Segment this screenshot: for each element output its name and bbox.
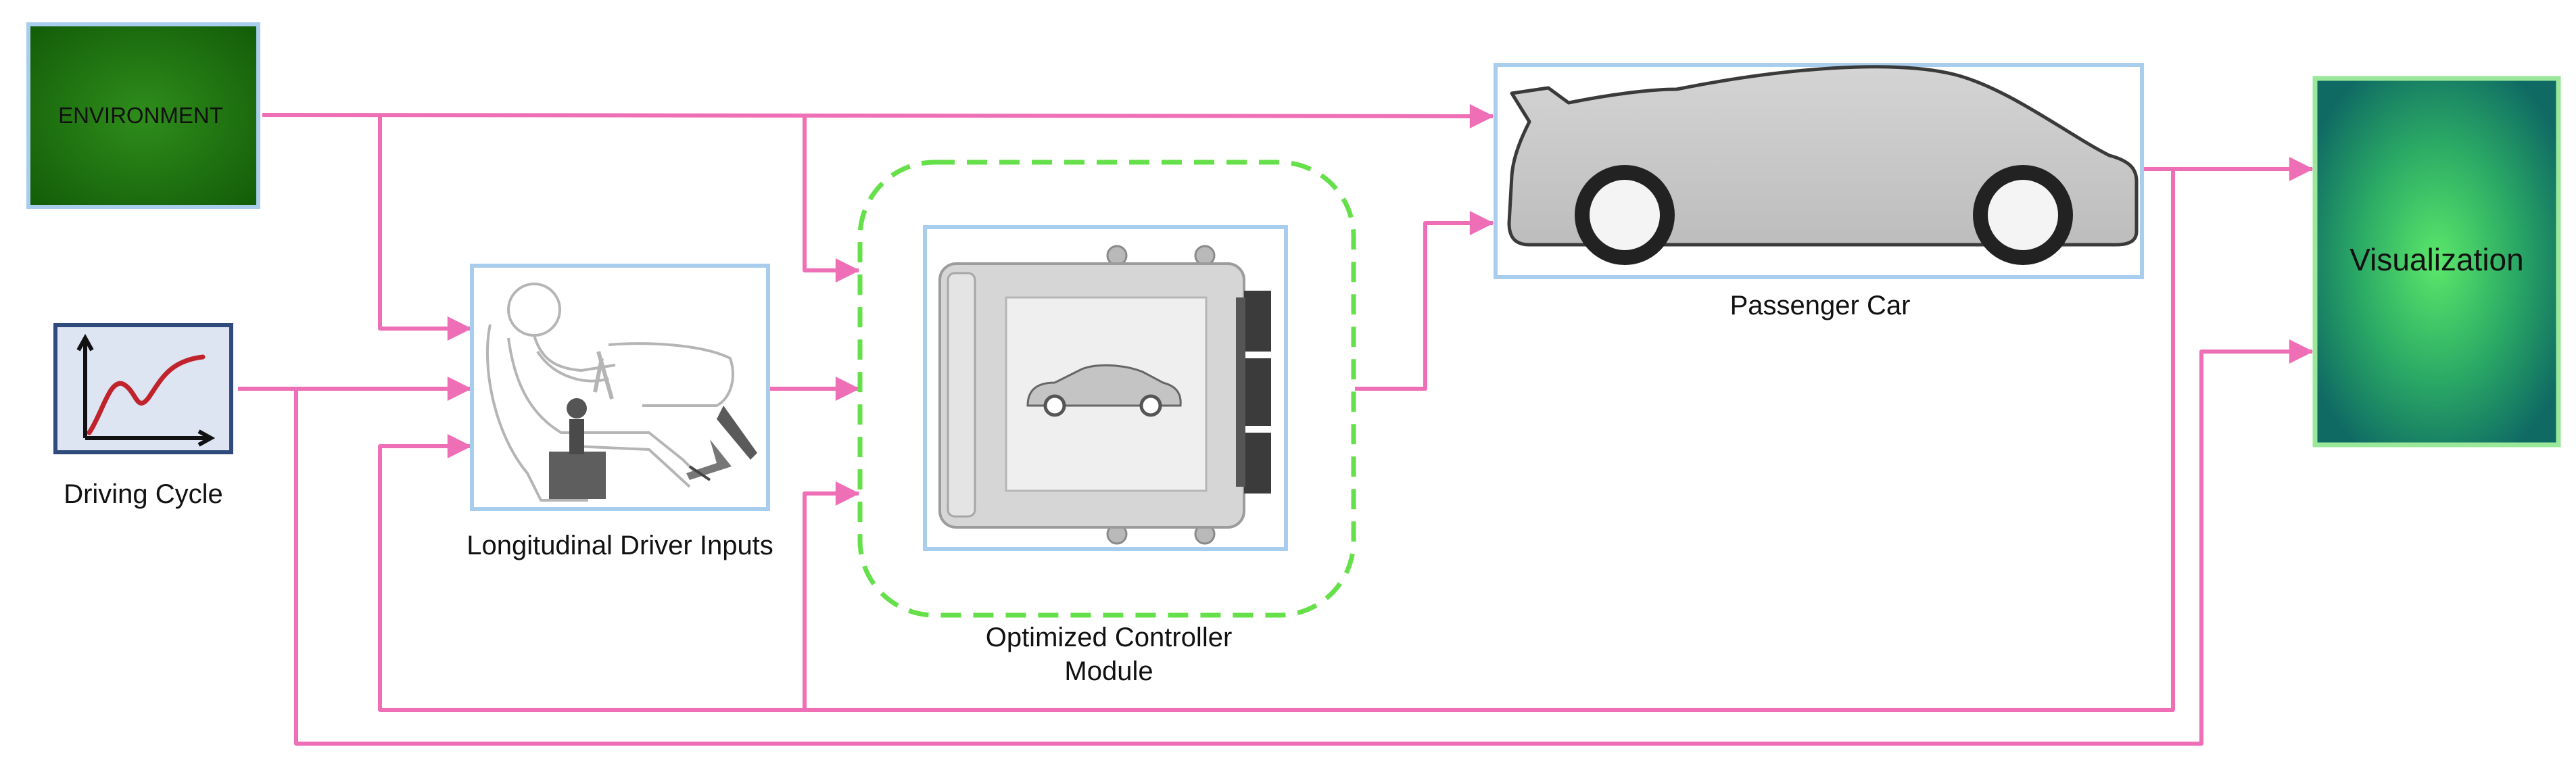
gear-shifter-icon (549, 398, 606, 499)
driver-pedals-icon (485, 283, 734, 502)
controller-group[interactable]: Optimized Controller Module (857, 160, 1356, 686)
connector-environment-to-car (262, 103, 1494, 128)
driving-cycle-label: Driving Cycle (64, 479, 223, 509)
connector-environment-to-driver (378, 115, 472, 341)
environment-block[interactable]: ENVIRONMENT (26, 22, 260, 209)
connector-cycle-to-visualization (294, 339, 2314, 746)
ecu-module-icon (938, 245, 1271, 545)
connector-controller-to-car (1355, 211, 1494, 391)
connector-environment-to-controller (803, 115, 860, 283)
controller-label-line1: Optimized Controller (986, 623, 1233, 652)
connector-feedback-to-controller (803, 481, 860, 710)
sports-car-icon (1507, 65, 2139, 265)
passenger-car-label: Passenger Car (1730, 291, 1911, 320)
driver-inputs-label: Longitudinal Driver Inputs (467, 531, 773, 560)
controller-dashed-boundary (857, 160, 1356, 618)
speed-curve-icon (76, 333, 216, 447)
pedal-icon (686, 406, 757, 481)
passenger-car-block[interactable]: Passenger Car (1494, 63, 2144, 320)
connector-feedback-to-driver (378, 169, 2175, 712)
driving-cycle-block[interactable]: Driving Cycle (53, 323, 233, 509)
visualization-label: Visualization (2350, 242, 2523, 277)
visualization-block[interactable]: Visualization (2312, 76, 2561, 448)
environment-label: ENVIRONMENT (58, 103, 223, 128)
controller-label-line2: Module (1064, 656, 1153, 686)
driver-inputs-block[interactable]: Longitudinal Driver Inputs (467, 264, 773, 560)
connectors (238, 103, 2314, 746)
